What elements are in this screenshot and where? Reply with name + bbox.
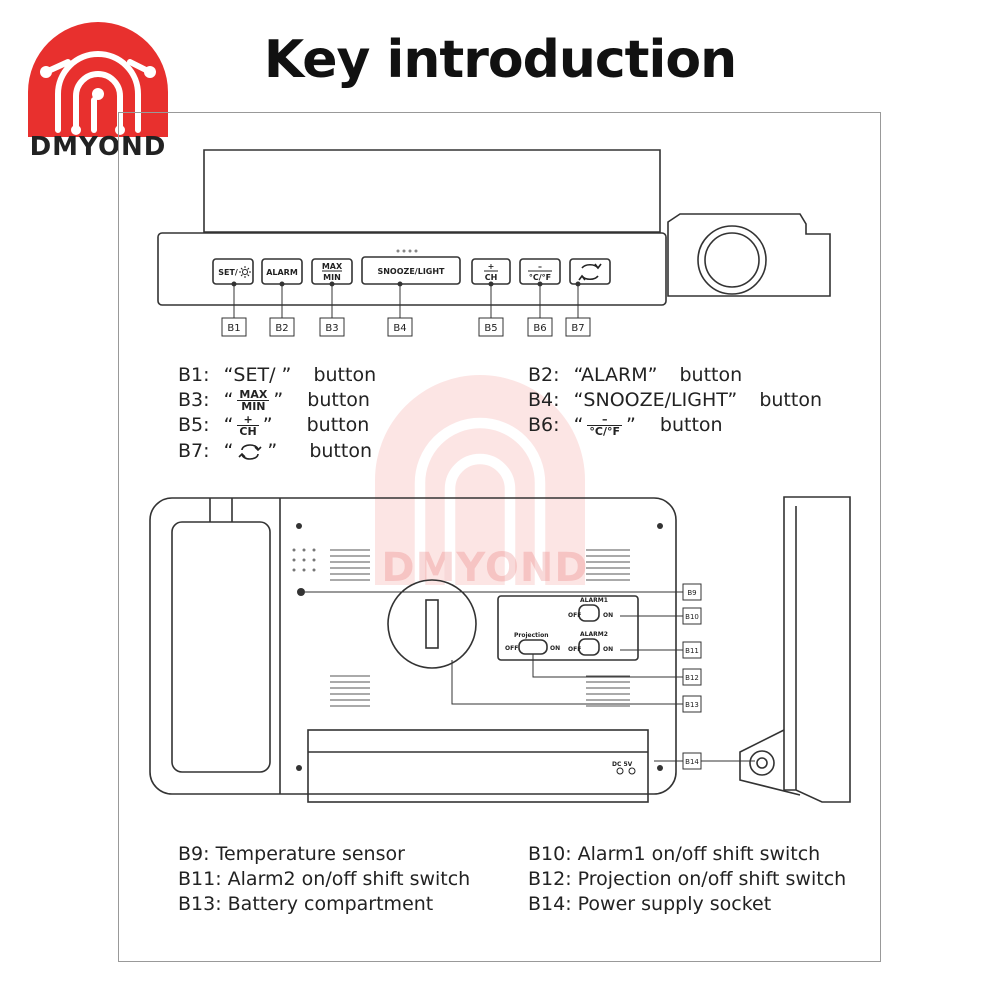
cycle-arrows-icon — [578, 263, 602, 281]
svg-text:B1: B1 — [227, 323, 240, 334]
svg-text:B13: B13 — [685, 701, 699, 709]
battery-compartment-icon — [387, 579, 477, 669]
minus-button-label: – — [538, 262, 542, 271]
callout-b2 — [269, 317, 295, 337]
desc-b10: B10: Alarm1 on/off shift switch — [528, 843, 821, 865]
svg-text:ON: ON — [603, 612, 613, 619]
max-button-label: MAX — [322, 262, 343, 271]
svg-text:B5: B5 — [484, 323, 497, 334]
desc-b1: B1: “SET/ ” button — [178, 364, 377, 386]
projection-switch[interactable] — [518, 639, 548, 655]
desc-b11: B11: Alarm2 on/off shift switch — [178, 868, 471, 890]
svg-text:OFF: OFF — [568, 646, 581, 653]
svg-text:B12: B12 — [685, 674, 699, 682]
svg-text:B4: B4 — [393, 323, 406, 334]
svg-text:B10: B10 — [685, 613, 699, 621]
projector-top — [203, 149, 661, 233]
desc-b5: B5: “+CH” button — [178, 413, 370, 438]
brand-logo-icon — [28, 22, 168, 137]
projector-lens-icon — [697, 225, 767, 295]
desc-b12: B12: Projection on/off shift switch — [528, 868, 847, 890]
svg-text:ON: ON — [603, 646, 613, 653]
desc-b7: B7: “” button — [178, 440, 372, 462]
svg-text:ALARM1: ALARM1 — [580, 597, 608, 604]
callout-b10 — [682, 607, 702, 625]
svg-text:ON: ON — [550, 645, 560, 652]
snooze-light-button[interactable] — [361, 256, 461, 285]
callout-b12 — [682, 668, 702, 686]
alarm-button-label: ALARM — [266, 268, 298, 277]
ch-button-label: CH — [485, 273, 498, 282]
desc-b2: B2: “ALARM” button — [528, 364, 743, 386]
callout-b11 — [682, 641, 702, 659]
snooze-button-label: SNOOZE/LIGHT — [377, 267, 445, 276]
svg-text:OFF: OFF — [505, 645, 518, 652]
diagram-frame — [118, 112, 881, 962]
clock-body-top — [157, 232, 667, 306]
plus-button-label: + — [488, 262, 495, 271]
brand-name: DMYOND — [29, 132, 167, 162]
clock-back — [149, 497, 677, 795]
svg-text:OFF: OFF — [568, 612, 581, 619]
cycle-arrows-icon — [238, 443, 262, 460]
page-title: Key introduction — [263, 30, 737, 90]
svg-text:B9: B9 — [687, 589, 696, 597]
alarm1-switch[interactable] — [578, 604, 600, 622]
svg-text:B2: B2 — [275, 323, 288, 334]
svg-text:B11: B11 — [685, 647, 699, 655]
svg-text:ALARM2: ALARM2 — [580, 631, 608, 638]
callout-b1 — [221, 317, 247, 337]
desc-b13: B13: Battery compartment — [178, 893, 434, 915]
min-button-label: MIN — [323, 273, 341, 282]
svg-text:B3: B3 — [325, 323, 338, 334]
callout-b4 — [387, 317, 413, 337]
stand-foot — [307, 729, 649, 803]
switch-panel — [497, 595, 639, 661]
power-socket-icon — [749, 750, 775, 776]
cf-button-label: °C/°F — [529, 273, 551, 282]
callout-b3 — [319, 317, 345, 337]
desc-b6: B6: “–°C/°F” button — [528, 413, 723, 438]
projector-head — [667, 213, 831, 297]
desc-b9: B9: Temperature sensor — [178, 843, 405, 865]
svg-text:B7: B7 — [571, 323, 584, 334]
svg-text:B6: B6 — [533, 323, 546, 334]
cycle-button[interactable] — [569, 258, 611, 285]
svg-text:DC 5V: DC 5V — [612, 761, 633, 768]
sun-light-icon — [239, 266, 251, 278]
callout-b5 — [478, 317, 504, 337]
svg-text:B14: B14 — [685, 758, 699, 766]
projector-arm — [171, 521, 271, 773]
clock-side-view — [739, 496, 851, 803]
callout-b7 — [565, 317, 591, 337]
set-button-label: SET/ — [218, 268, 238, 277]
svg-text:Projection: Projection — [514, 632, 548, 639]
desc-b4: B4: “SNOOZE/LIGHT” button — [528, 389, 822, 411]
callout-b6 — [527, 317, 553, 337]
desc-b14: B14: Power supply socket — [528, 893, 772, 915]
alarm2-switch[interactable] — [578, 638, 600, 656]
temperature-sensor-icon — [297, 588, 305, 596]
callout-b9 — [682, 583, 702, 601]
callout-b13 — [682, 695, 702, 713]
